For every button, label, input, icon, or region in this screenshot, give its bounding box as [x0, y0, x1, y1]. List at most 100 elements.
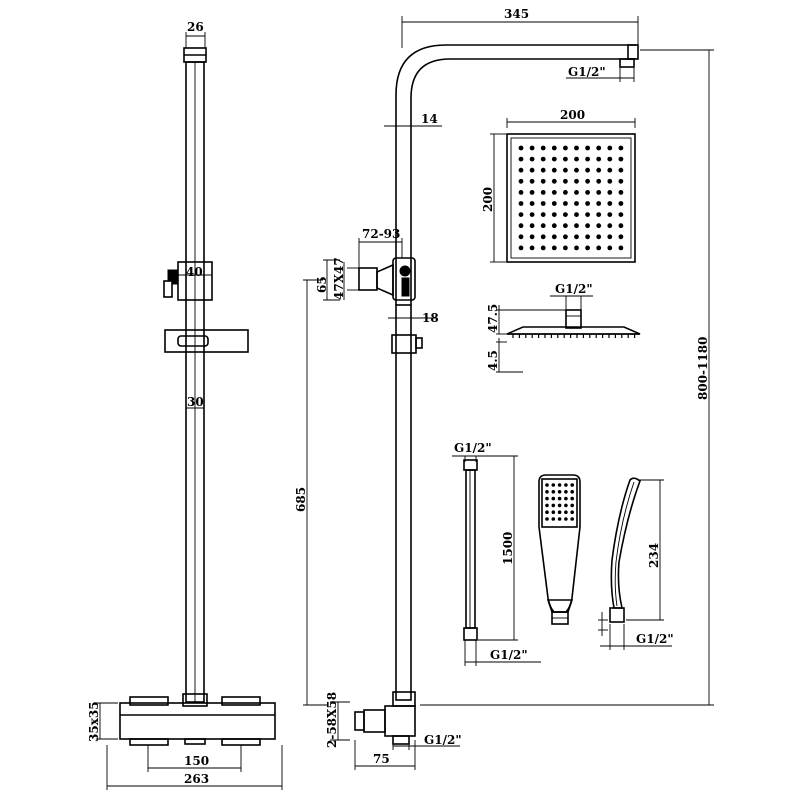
handset-nozzle [551, 517, 556, 521]
nozzle [585, 145, 590, 151]
dim-head-thickness: 4.5 [486, 350, 500, 371]
handset-nozzle [545, 503, 549, 508]
handset-nozzle [570, 496, 574, 501]
nozzle [574, 223, 579, 229]
dim-bar-length: 685 [294, 487, 308, 512]
handset-nozzle [570, 490, 574, 494]
handset-nozzle [551, 483, 556, 487]
nozzle [518, 245, 524, 251]
hose: G1/2" 1500 G1/2" [452, 441, 541, 666]
dim-hose-thread-bottom: G1/2" [490, 648, 528, 662]
nozzle [540, 245, 546, 251]
nozzle [518, 156, 524, 162]
dim-bottom-outlet-width: 75 [373, 752, 390, 766]
nozzle [551, 212, 557, 218]
nozzle [574, 145, 579, 151]
nozzle [563, 212, 568, 218]
nozzle [607, 178, 613, 184]
hose-bottom-nut [463, 627, 478, 641]
handset-front [538, 474, 581, 625]
nozzle [518, 145, 524, 151]
nozzle [563, 156, 568, 162]
dim-head-height: 200 [481, 187, 495, 212]
nozzle [551, 201, 557, 206]
nozzle [518, 223, 524, 229]
soap-shelf [164, 329, 249, 353]
handset-nozzle [564, 510, 568, 514]
handset-side: 234 G1/2" [598, 477, 674, 650]
nozzle [585, 178, 590, 184]
handset-nozzle [545, 490, 549, 494]
nozzle [551, 178, 557, 184]
thermostatic-valve [119, 702, 276, 740]
nozzle [618, 223, 624, 229]
nozzle [618, 145, 624, 151]
dim-arm-diameter: 14 [421, 112, 438, 126]
dim-bottom-outlet-size: 2-58X58 [325, 692, 339, 748]
dim-bracket-height: 65 [315, 276, 329, 293]
nozzle [529, 178, 535, 184]
nozzle [618, 156, 624, 162]
nozzle [529, 245, 535, 251]
handset-nozzle [570, 483, 574, 487]
handset-nozzle [551, 510, 556, 514]
nozzle [585, 156, 590, 162]
nozzle [585, 212, 590, 218]
dim-arm-thread: G1/2" [568, 65, 606, 79]
nozzle [596, 234, 602, 240]
nozzle-grid [518, 145, 624, 251]
nozzle [618, 245, 624, 251]
wall-bracket [358, 267, 378, 291]
handset-nozzle [551, 490, 556, 494]
dim-valve-width: 263 [184, 772, 209, 786]
nozzle [596, 156, 602, 162]
handset-nozzle [570, 510, 574, 514]
nozzle [529, 145, 535, 151]
dim-arm-reach: 345 [504, 7, 529, 21]
side-riser-bar [395, 304, 412, 701]
handset-nozzle [545, 510, 549, 514]
handset-nozzle [564, 483, 568, 487]
shower-head-face [506, 133, 636, 263]
nozzle [585, 223, 590, 229]
nozzle [563, 178, 568, 184]
nozzle [540, 212, 546, 218]
head-connector [565, 309, 582, 329]
nozzle [585, 190, 590, 195]
nozzle [574, 212, 579, 218]
nozzle [540, 167, 546, 173]
nozzle [585, 234, 590, 240]
nozzle [574, 156, 579, 162]
nozzle [518, 234, 524, 240]
handset-side-connector [609, 607, 625, 623]
nozzle [574, 190, 579, 195]
dim-holder-width: 40 [186, 265, 203, 279]
handset-nozzle [557, 490, 562, 494]
dim-head-connector-thread: G1/2" [555, 282, 593, 296]
nozzle [607, 167, 613, 173]
nozzle [551, 234, 557, 240]
side-view: 345 G1/2" 14 72-93 65 [294, 7, 639, 770]
nozzle [618, 178, 624, 184]
handset-nozzle [564, 490, 568, 494]
front-view: 26 40 30 35x35 [87, 20, 283, 790]
nozzle [529, 223, 535, 229]
dim-hose-thread-top: G1/2" [454, 441, 492, 455]
nozzle [540, 223, 546, 229]
nozzle [618, 234, 624, 240]
nozzle [618, 201, 624, 206]
nozzle [607, 234, 613, 240]
dim-valve-height: 35x35 [87, 701, 101, 742]
nozzle [596, 178, 602, 184]
nozzle [529, 190, 535, 195]
nozzle [518, 167, 524, 173]
dim-head-width: 200 [560, 108, 585, 122]
nozzle [574, 245, 579, 251]
hose-top-nut [463, 459, 478, 471]
nozzle [518, 201, 524, 206]
nozzle [563, 234, 568, 240]
nozzle [540, 201, 546, 206]
nozzle [596, 145, 602, 151]
nozzle [596, 201, 602, 206]
handset-face [541, 478, 578, 528]
